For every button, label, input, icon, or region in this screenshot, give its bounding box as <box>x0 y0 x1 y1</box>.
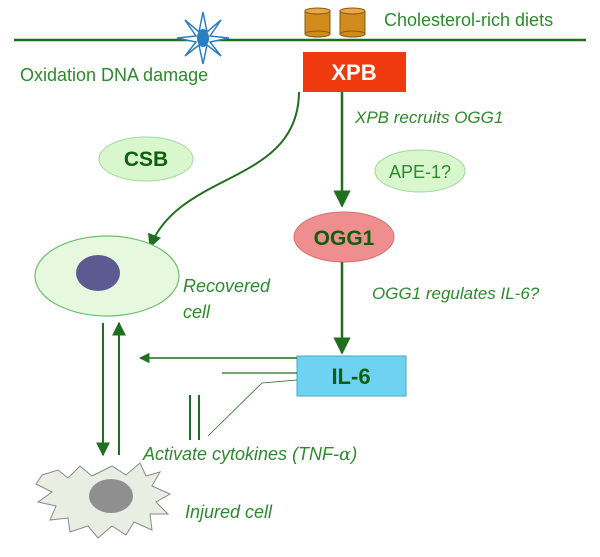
recovered-cell-nucleus <box>76 255 120 291</box>
csb-ellipse <box>98 136 194 182</box>
ape1-ellipse <box>374 149 466 193</box>
ogg1-regulates-label: OGG1 regulates IL-6? <box>372 284 540 303</box>
injured-label: Injured cell <box>185 502 273 522</box>
arrow-xpb-recovered-cell <box>148 91 300 249</box>
cytokine-connector-diag2 <box>207 382 263 437</box>
dna-damage-star-icon <box>176 11 230 65</box>
ape1-label: APE-1? <box>389 162 451 182</box>
xpb-box <box>303 52 406 92</box>
ogg1-ellipse <box>293 211 395 263</box>
recovered-label-line1: Recovered <box>183 276 271 296</box>
cholesterol-can-icon-2 <box>339 7 366 38</box>
injured-cell-nucleus <box>89 479 133 513</box>
alpha-symbol: α <box>339 444 351 465</box>
xpb-recruits-label: XPB recruits OGG1 <box>354 108 503 127</box>
cytokine-connector-diag <box>261 379 298 384</box>
ogg1-label: OGG1 <box>314 227 375 250</box>
cholesterol-label: Cholesterol-rich diets <box>384 10 553 30</box>
activate-prefix: Activate cytokines (TNF- <box>142 444 339 464</box>
il6-box <box>296 355 407 397</box>
il6-label: IL-6 <box>331 364 370 389</box>
cholesterol-can-icon <box>304 7 331 38</box>
activate-cytokines-label: Activate cytokines (TNF-α) <box>142 444 357 465</box>
csb-label: CSB <box>124 148 168 171</box>
xpb-label: XPB <box>331 60 376 85</box>
activate-suffix: ) <box>349 444 357 464</box>
oxidation-label: Oxidation DNA damage <box>20 65 208 85</box>
recovered-label-line2: cell <box>183 302 211 322</box>
